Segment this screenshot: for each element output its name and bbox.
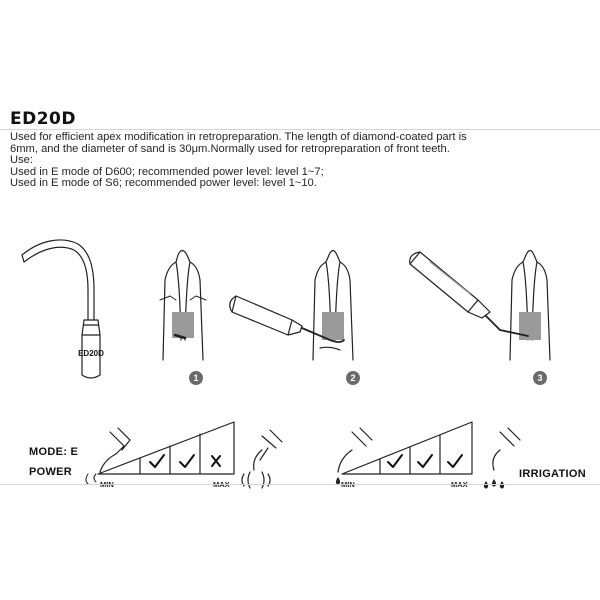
check-icon [447,454,463,468]
irrigation-spray-icon [483,427,521,489]
tooth-step-3-illustration [409,249,551,361]
tip-code-label: ED20D [78,349,104,358]
product-description: Used for efficient apex modification in … [10,131,595,190]
title-divider [0,129,600,130]
product-code-title: ED20D [10,109,76,129]
description-line: Used in E mode of S6; recommended power … [10,177,317,190]
check-icon [149,454,165,468]
check-icon [417,454,433,468]
mode-label: MODE: E [29,446,79,458]
handpiece-drip-icon [335,427,373,485]
handpiece-icon [85,473,97,485]
description-line: Use: [10,154,34,167]
irrigation-level-wedge [341,421,473,475]
tooth-step-2-illustration [229,249,354,361]
step-badge-3: 3 [533,371,547,385]
description-line: Used for efficient apex modification in … [10,131,467,143]
bottom-divider [0,484,600,485]
check-icon [387,454,403,468]
check-icon [179,454,195,468]
handpiece-vibrating-icon [241,429,283,489]
description-line: Used in E mode of D600; recommended powe… [10,165,324,178]
power-level-wedge [97,421,235,475]
cross-icon [211,455,221,467]
handpiece-icon [99,427,131,473]
tooth-step-1-illustration [159,249,207,361]
scaler-tip-icon [21,239,101,379]
power-label: POWER [29,466,73,478]
irrigation-label: IRRIGATION [519,468,586,480]
description-line: 6mm, and the diameter of sand is 30μm.No… [10,142,450,155]
step-badge-2: 2 [346,371,360,385]
step-badge-1: 1 [189,371,203,385]
